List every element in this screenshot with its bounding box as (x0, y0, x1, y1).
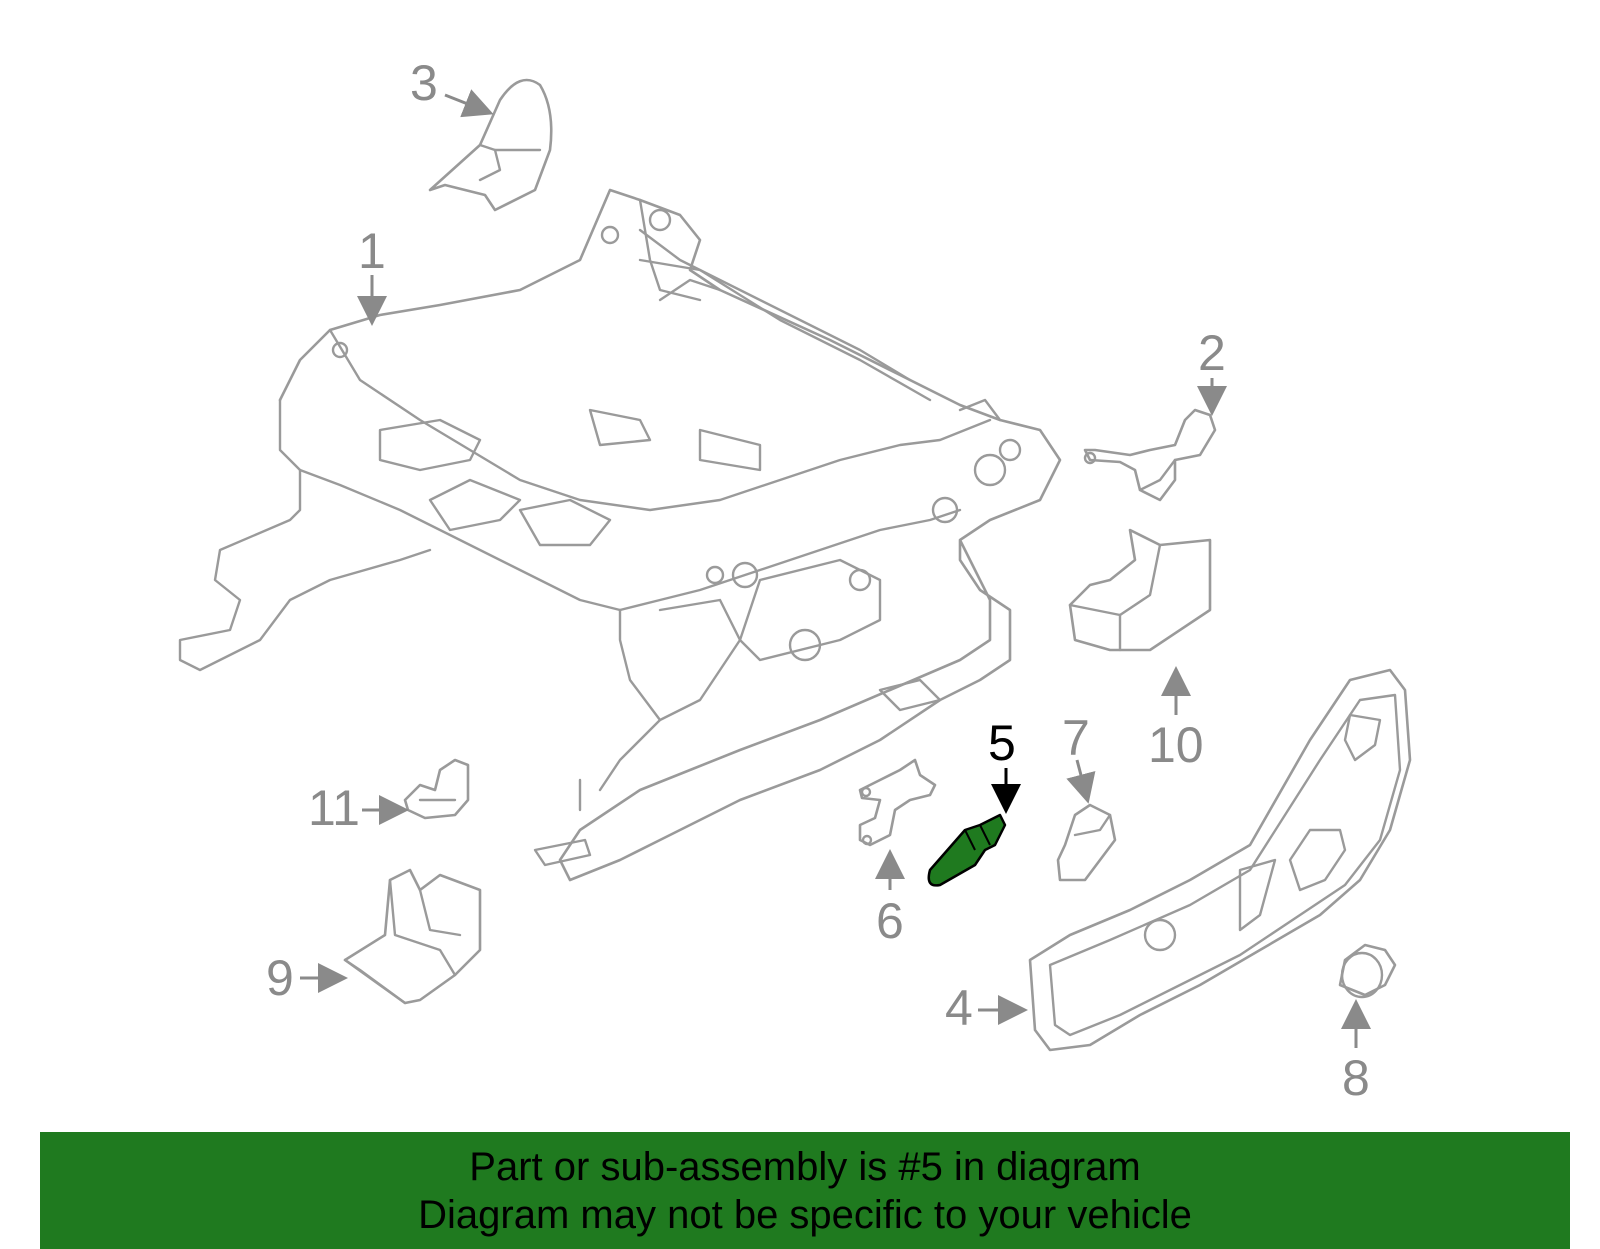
callout-label-7: 7 (1062, 710, 1090, 766)
part-5-highlighted (927, 813, 1007, 887)
part-3-trim-cover (428, 78, 553, 212)
part-1-seat-frame (178, 188, 1062, 882)
banner-line-2: Diagram may not be specific to your vehi… (418, 1192, 1192, 1237)
callout-label-2: 2 (1198, 325, 1226, 381)
part-11-clip (403, 758, 470, 820)
callout-label-4: 4 (945, 980, 973, 1036)
callout-9: 9 (266, 950, 348, 1006)
part-10-side-shield (1068, 528, 1212, 652)
part-8-cap (1338, 943, 1397, 999)
part-9-cover (343, 868, 482, 1005)
info-banner: Part or sub-assembly is #5 in diagram Di… (40, 1132, 1570, 1249)
part-4-side-panel (1028, 668, 1412, 1052)
callout-5: 5 (988, 715, 1021, 814)
callout-label-11: 11 (308, 780, 360, 836)
callout-3: 3 (410, 55, 494, 118)
callout-label-6: 6 (876, 893, 904, 949)
parts-diagram: 3 1 2 10 5 7 11 6 9 4 8 (178, 55, 1412, 1106)
callout-label-3: 3 (410, 55, 438, 111)
banner-line-1: Part or sub-assembly is #5 in diagram (469, 1144, 1141, 1189)
part-7-handle (1056, 803, 1117, 882)
callout-8: 8 (1341, 999, 1371, 1106)
callout-11: 11 (308, 780, 409, 836)
callout-label-5: 5 (988, 715, 1016, 771)
part-2-bracket (1083, 408, 1217, 502)
callout-label-1: 1 (358, 223, 386, 279)
callout-6: 6 (875, 849, 905, 949)
callout-2: 2 (1197, 325, 1227, 416)
callout-label-10: 10 (1148, 717, 1204, 773)
callout-4: 4 (945, 980, 1028, 1036)
callout-label-9: 9 (266, 950, 294, 1006)
callout-7: 7 (1062, 710, 1096, 804)
part-6-bracket (858, 758, 937, 847)
callout-1: 1 (357, 223, 387, 326)
callout-label-8: 8 (1342, 1050, 1370, 1106)
callout-10: 10 (1148, 666, 1204, 773)
